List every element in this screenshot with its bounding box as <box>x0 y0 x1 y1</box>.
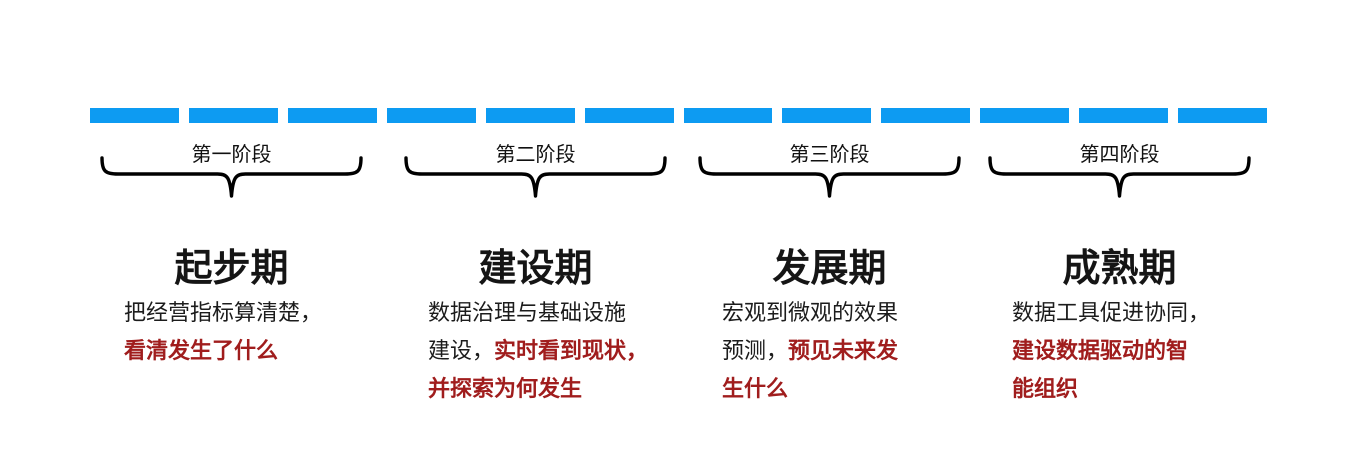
timeline-dash <box>584 108 674 123</box>
description-emphasis-segment: 生什么 <box>722 376 789 401</box>
stage-title: 建设期 <box>478 248 593 290</box>
timeline-dash <box>881 108 971 123</box>
timeline-dash <box>782 108 872 123</box>
stage-description: 数据治理与基础设施建设，实时看到现状，并探索为何发生 <box>428 294 669 408</box>
stage-title: 起步期 <box>174 248 289 290</box>
timeline-dash <box>1178 108 1268 123</box>
description-line: 宏观到微观的效果 <box>722 294 963 332</box>
timeline-dash <box>980 108 1070 123</box>
description-line: 数据治理与基础设施 <box>428 294 669 332</box>
description-segment: 把经营指标算清楚， <box>124 300 323 325</box>
description-line: 并探索为何发生 <box>428 370 669 408</box>
phase-label: 第一阶段 <box>191 144 272 166</box>
description-emphasis-segment: 建设数据驱动的智 <box>1012 338 1189 363</box>
description-segment: 数据治理与基础设施 <box>428 300 627 325</box>
timeline-dash <box>1079 108 1169 123</box>
description-segment: 数据工具促进协同， <box>1012 300 1211 325</box>
timeline-dash <box>188 108 278 123</box>
description-line: 数据工具促进协同， <box>1012 294 1253 332</box>
stage-description: 数据工具促进协同， 建设数据驱动的智能组织 <box>1012 294 1253 408</box>
timeline-dash <box>287 108 377 123</box>
timeline-dash <box>386 108 476 123</box>
stage-column: 第四阶段 成熟期 数据工具促进协同， 建设数据驱动的智能组织 <box>986 136 1253 436</box>
timeline-dash <box>683 108 773 123</box>
stage-description: 宏观到微观的效果预测，预见未来发生什么 <box>722 294 963 408</box>
stage-title: 发展期 <box>772 248 887 290</box>
phase-label: 第二阶段 <box>495 144 576 166</box>
description-emphasis-segment: 能组织 <box>1012 376 1079 401</box>
dashed-timeline-bar <box>90 108 1268 123</box>
description-line: 生什么 <box>722 370 963 408</box>
description-line: 建设数据驱动的智 <box>1012 332 1253 370</box>
description-segment: 建设， <box>428 338 495 363</box>
stage-title: 成熟期 <box>1062 248 1177 290</box>
brace-icon <box>988 156 1251 198</box>
stage-column: 第二阶段 建设期 数据治理与基础设施建设，实时看到现状，并探索为何发生 <box>402 136 669 436</box>
brace-icon <box>100 156 363 198</box>
timeline-dash <box>485 108 575 123</box>
description-line: 看清发生了什么 <box>124 332 365 370</box>
phase-label: 第三阶段 <box>789 144 870 166</box>
stage-description: 把经营指标算清楚， 看清发生了什么 <box>124 294 365 370</box>
description-segment: 宏观到微观的效果 <box>722 300 899 325</box>
description-emphasis-segment: 看清发生了什么 <box>124 338 279 363</box>
stage-column: 第三阶段 发展期 宏观到微观的效果预测，预见未来发生什么 <box>696 136 963 436</box>
description-emphasis-segment: 实时看到现状， <box>494 338 649 363</box>
brace-icon <box>698 156 961 198</box>
description-line: 预测，预见未来发 <box>722 332 963 370</box>
stage-column: 第一阶段 起步期 把经营指标算清楚， 看清发生了什么 <box>98 136 365 436</box>
phase-label: 第四阶段 <box>1079 144 1160 166</box>
description-segment: 预测， <box>722 338 789 363</box>
description-line: 把经营指标算清楚， <box>124 294 365 332</box>
description-emphasis-segment: 预见未来发 <box>788 338 899 363</box>
description-line: 建设，实时看到现状， <box>428 332 669 370</box>
timeline-dash <box>90 108 179 123</box>
description-emphasis-segment: 并探索为何发生 <box>428 376 583 401</box>
brace-icon <box>404 156 667 198</box>
description-line: 能组织 <box>1012 370 1253 408</box>
